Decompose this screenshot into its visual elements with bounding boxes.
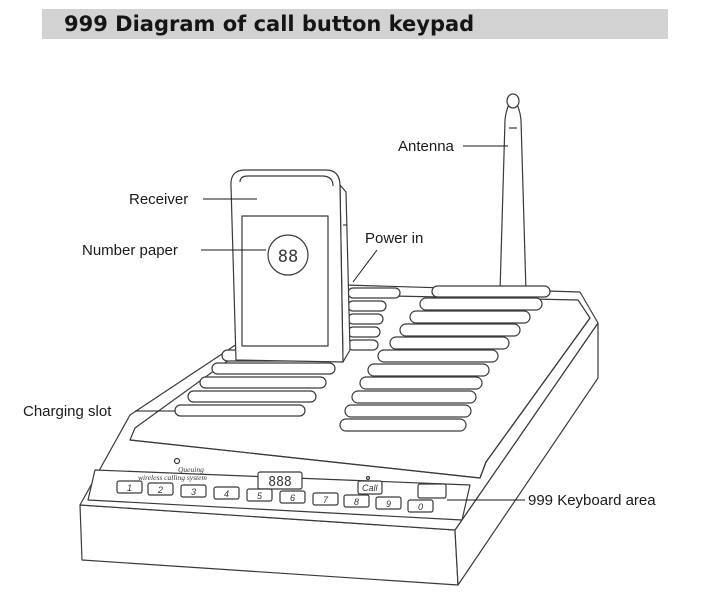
key-8: 8 [354, 497, 359, 507]
diagram-title: 999 Diagram of call button keypad [42, 9, 668, 39]
receiver-display: 88 [278, 247, 298, 267]
receiver-label: Receiver [129, 191, 188, 208]
charging-slots-right [339, 285, 551, 432]
keyboard-area-label: 999 Keyboard area [528, 492, 656, 509]
keyboard-panel [87, 457, 471, 521]
key-1: 1 [127, 483, 132, 493]
key-3: 3 [191, 487, 196, 497]
key-6: 6 [290, 493, 295, 503]
antenna-label: Antenna [398, 138, 455, 155]
brand-line-2: wireless calling system [138, 473, 207, 482]
key-9: 9 [386, 499, 391, 509]
receiver [230, 169, 351, 363]
key-7: 7 [323, 495, 329, 505]
charging-slot-label: Charging slot [23, 403, 112, 420]
power-in-leader [352, 249, 378, 283]
key-labels: 1 2 3 4 5 6 7 8 9 0 [127, 483, 423, 512]
number-paper-label: Number paper [82, 242, 178, 259]
key-0: 0 [418, 502, 423, 512]
key-4: 4 [224, 489, 229, 499]
panel-display: 888 [268, 475, 291, 490]
key-2: 2 [157, 485, 163, 495]
power-in-label: Power in [365, 230, 423, 247]
brand-line-1: Queuing [178, 465, 204, 474]
call-key-label: Call [362, 483, 379, 493]
antenna [499, 93, 527, 293]
number-keys [116, 480, 434, 513]
key-5: 5 [257, 491, 263, 501]
